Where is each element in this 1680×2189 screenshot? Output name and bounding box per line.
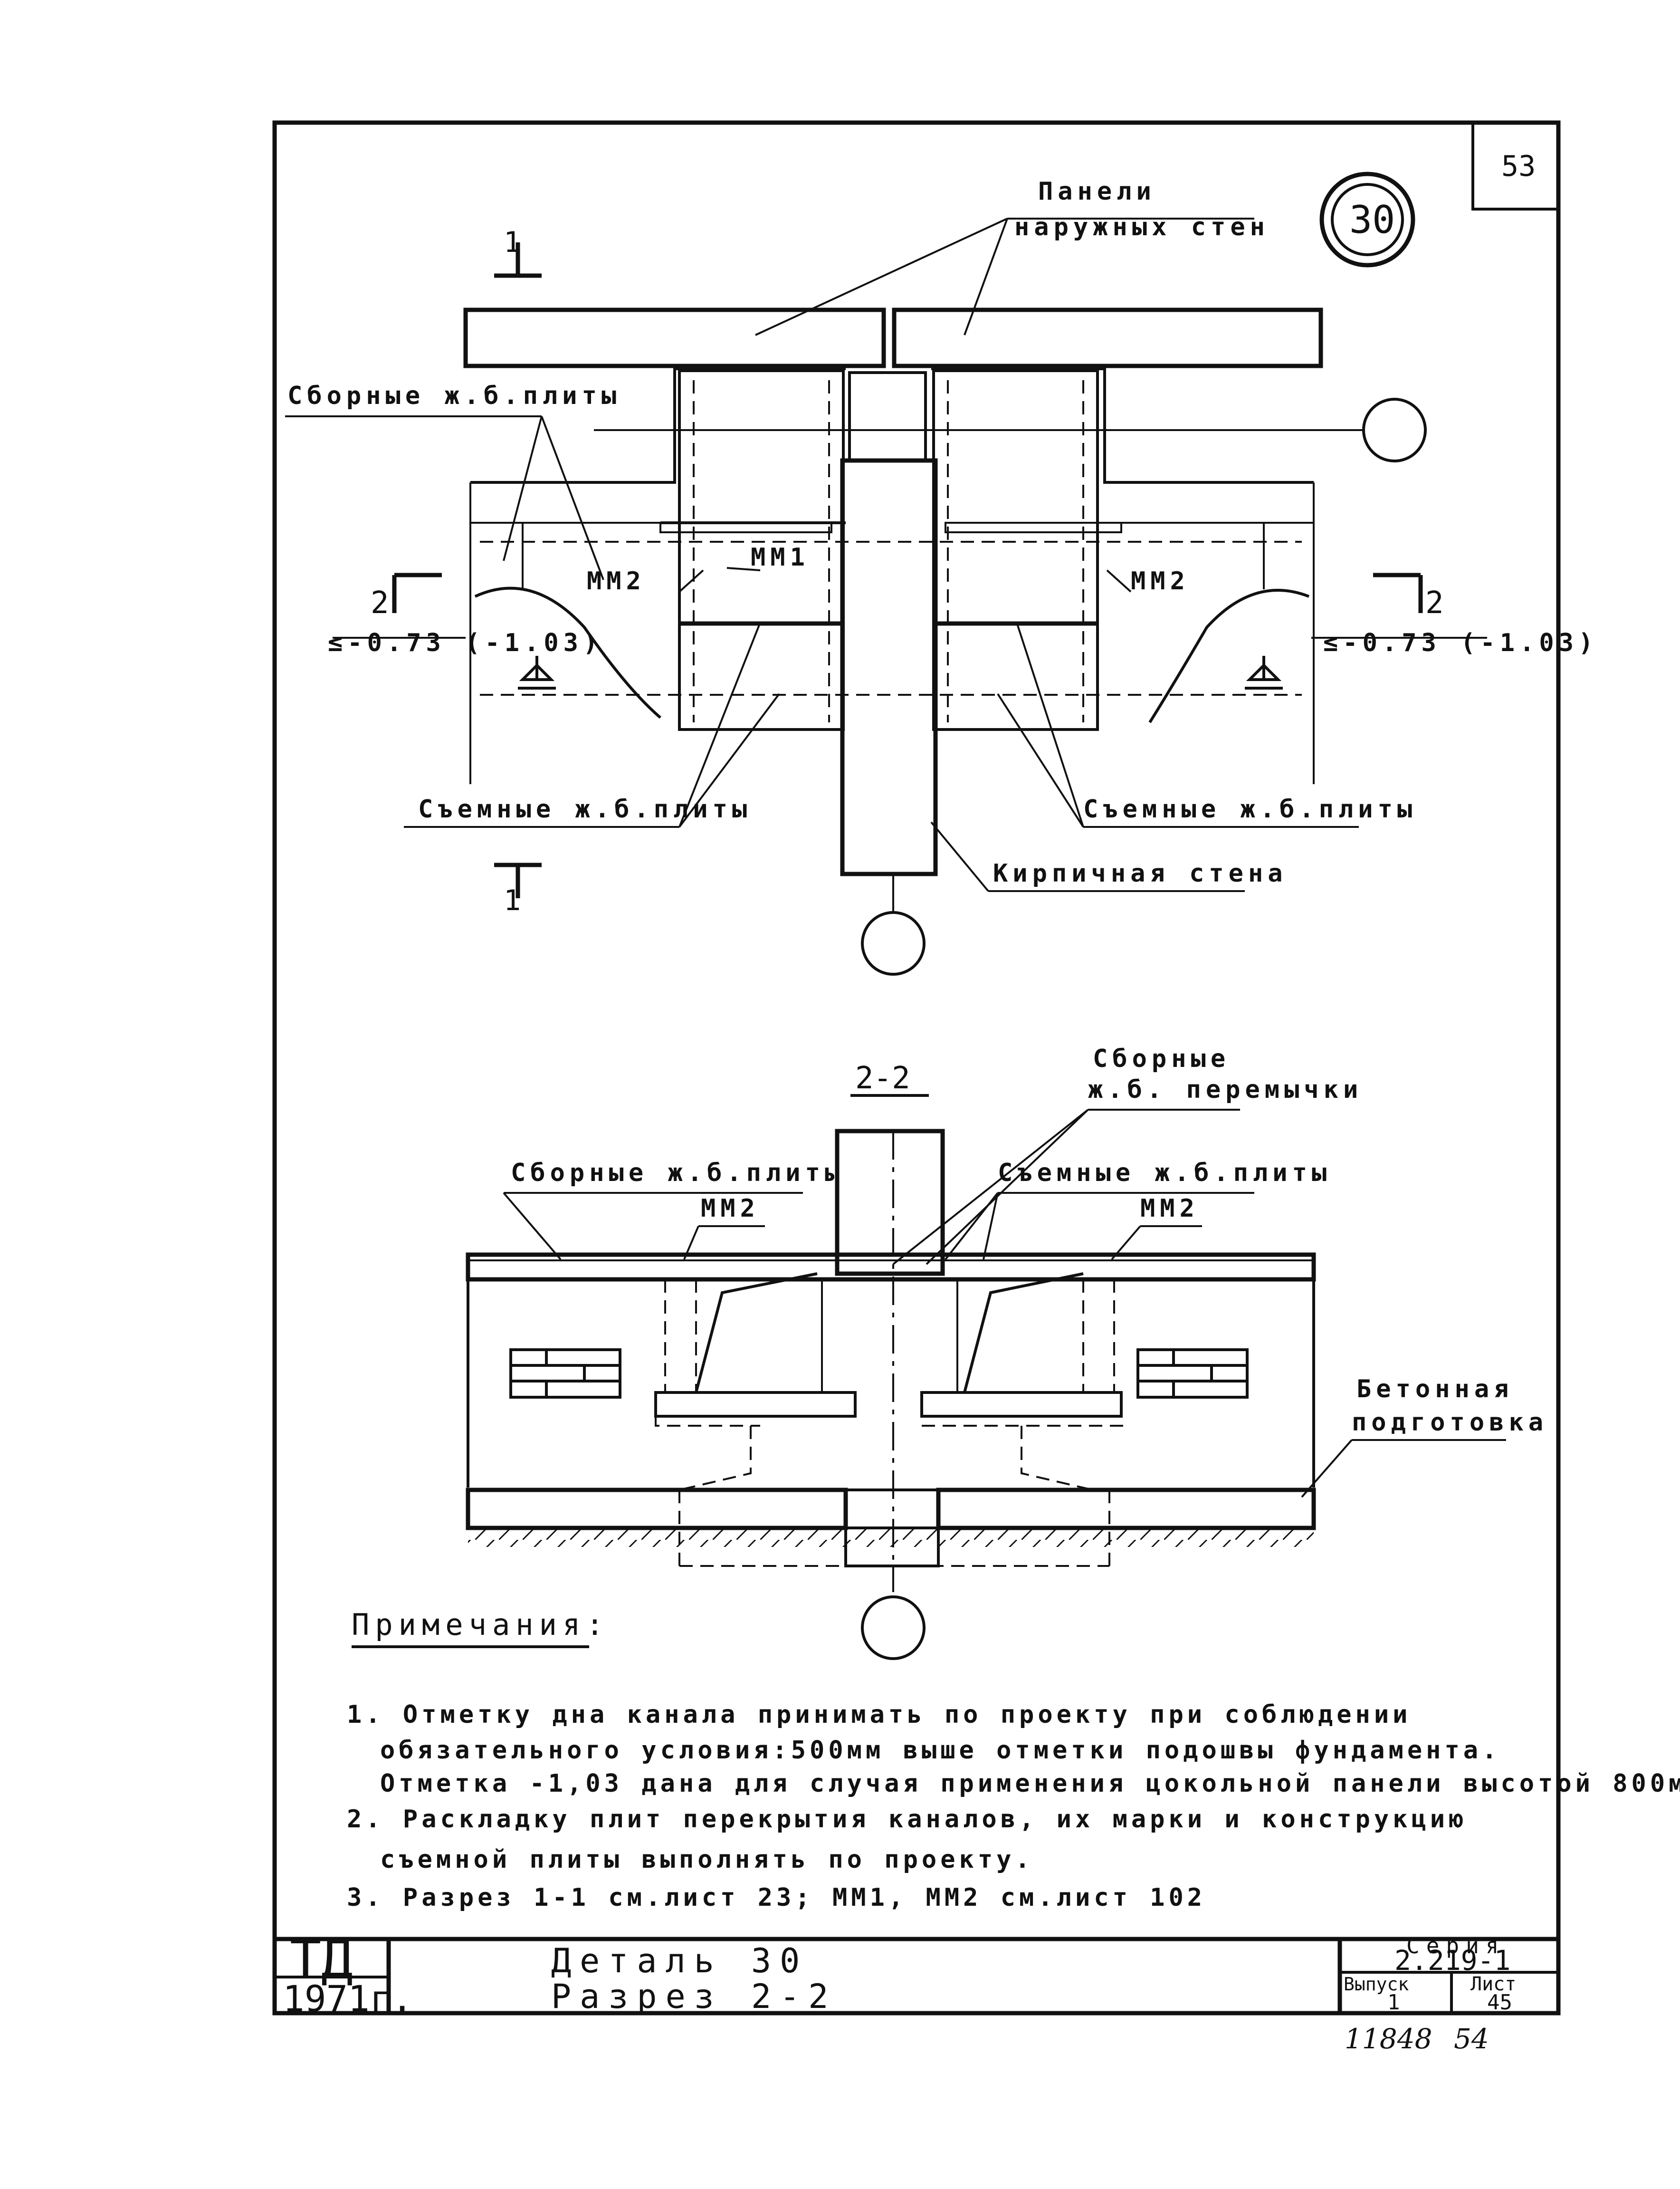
- lintels-label-2: ж.б. перемычки: [1088, 1075, 1363, 1104]
- section-precast-label: Сборные ж.б.плиты: [511, 1159, 844, 1187]
- removable-slabs-left-label: Съемные ж.б.плиты: [418, 795, 752, 824]
- elev-right-label: ≤-0.73 (-1.03): [1323, 629, 1598, 657]
- concrete-label-1: Бетонная: [1356, 1375, 1513, 1403]
- note-line-6: 3. Разрез 1-1 см.лист 23; ММ1, ММ2 см.ли…: [347, 1883, 1206, 1912]
- section-removable-label: Съемные ж.б.плиты: [998, 1159, 1331, 1187]
- note-line-3: Отметка -1,03 дана для случая применения…: [380, 1769, 1680, 1798]
- section-mm2-right: ММ2: [1140, 1194, 1199, 1223]
- detail-marker: 30: [1319, 172, 1415, 268]
- notes-block: Примечания: 1. Отметку дна канала приним…: [347, 1607, 1680, 1912]
- concrete-prep-right: [936, 1488, 1316, 1530]
- note-line-5: съемной плиты выполнять по проекту.: [380, 1845, 1034, 1874]
- svg-text:2: 2: [1425, 586, 1444, 621]
- concrete-label-2: подготовка: [1352, 1408, 1548, 1437]
- elev-left-label: ≤-0.73 (-1.03): [328, 629, 602, 657]
- section-cut-2-right: 2: [1373, 573, 1444, 621]
- axis-circle-section: [861, 1595, 926, 1660]
- panels-label-1: Панели: [1038, 177, 1156, 206]
- section-brick-wall: [835, 1129, 945, 1276]
- brick-courses-left: [509, 1348, 621, 1399]
- joint-block: [848, 371, 927, 462]
- section-mm2-left: ММ2: [701, 1194, 760, 1223]
- issue-value: 1: [1387, 1990, 1400, 2015]
- slab-row: [466, 1252, 1316, 1282]
- axis-circle-plan-bottom: [861, 911, 926, 976]
- axis-circle-plan-right: [1362, 398, 1427, 462]
- left-breakout: [474, 586, 661, 719]
- section-cut-1-bottom: 1: [494, 863, 542, 917]
- svg-text:30: 30: [1349, 198, 1395, 242]
- title-line-1: Деталь 30: [551, 1941, 808, 1980]
- series-label: Серия: [1406, 1933, 1505, 1959]
- section-cut-2-left: 2: [371, 573, 442, 621]
- sheet-value: 45: [1487, 1990, 1512, 2015]
- svg-text:2: 2: [371, 586, 389, 621]
- note-line-2: обязательного условия:500мм выше отметки…: [380, 1736, 1500, 1765]
- section-title: 2-2: [855, 1061, 910, 1096]
- section-leaders: [503, 1109, 1506, 1498]
- brick-courses-right: [1136, 1348, 1249, 1399]
- mm2-right-label: ММ2: [1131, 567, 1190, 595]
- mm2-left-label: ММ2: [587, 567, 646, 595]
- panels-label-2: наружных стен: [1014, 213, 1270, 241]
- note-line-1: 1. Отметку дна канала принимать по проек…: [347, 1700, 1411, 1729]
- plan-view: 1 1 2 2: [285, 177, 1598, 976]
- lintels-label-1: Сборные: [1093, 1045, 1230, 1073]
- outer-wall-panel-right: [892, 307, 1323, 368]
- sheet-frame: [272, 120, 1561, 2016]
- brick-wall-label: Кирпичная стена: [993, 859, 1288, 888]
- section-cut-1-top: 1: [494, 226, 542, 278]
- year: 1971г.: [283, 1978, 413, 2020]
- title-block: ТД 1971г. Деталь 30 Разрез 2-2 Серия 2.2…: [275, 1929, 1558, 2020]
- svg-text:1: 1: [504, 226, 521, 259]
- inventory-number: 11848: [1345, 2023, 1432, 2055]
- plan-leaders: [285, 218, 1487, 892]
- elevation-mark-left: [518, 656, 556, 690]
- sheet-number: 53: [1501, 150, 1536, 183]
- page-number: 54: [1454, 2023, 1489, 2055]
- issue-label: Выпуск: [1344, 1974, 1409, 1995]
- note-line-4: 2. Раскладку плит перекрытия каналов, их…: [347, 1805, 1467, 1834]
- precast-slabs-label: Сборные ж.б.плиты: [287, 382, 621, 410]
- title-line-2: Разрез 2-2: [551, 1977, 837, 2016]
- outer-wall-panel-left: [463, 307, 886, 368]
- section-view: 2-2: [466, 1045, 1548, 1660]
- elevation-mark-right: [1245, 656, 1283, 690]
- right-breakout: [1148, 588, 1310, 723]
- brick-wall: [840, 458, 938, 876]
- removable-slabs-right-label: Съемные ж.б.плиты: [1083, 795, 1417, 824]
- org-code: ТД: [290, 1929, 353, 1989]
- sheet-label: Лист: [1470, 1973, 1516, 1995]
- sheet-number-box: [1471, 123, 1558, 211]
- mm1-label: ММ1: [751, 543, 810, 572]
- svg-text:1: 1: [504, 884, 521, 917]
- concrete-prep-left: [466, 1488, 848, 1530]
- series-value: 2.219-1: [1394, 1944, 1510, 1977]
- notes-heading: Примечания:: [352, 1607, 610, 1642]
